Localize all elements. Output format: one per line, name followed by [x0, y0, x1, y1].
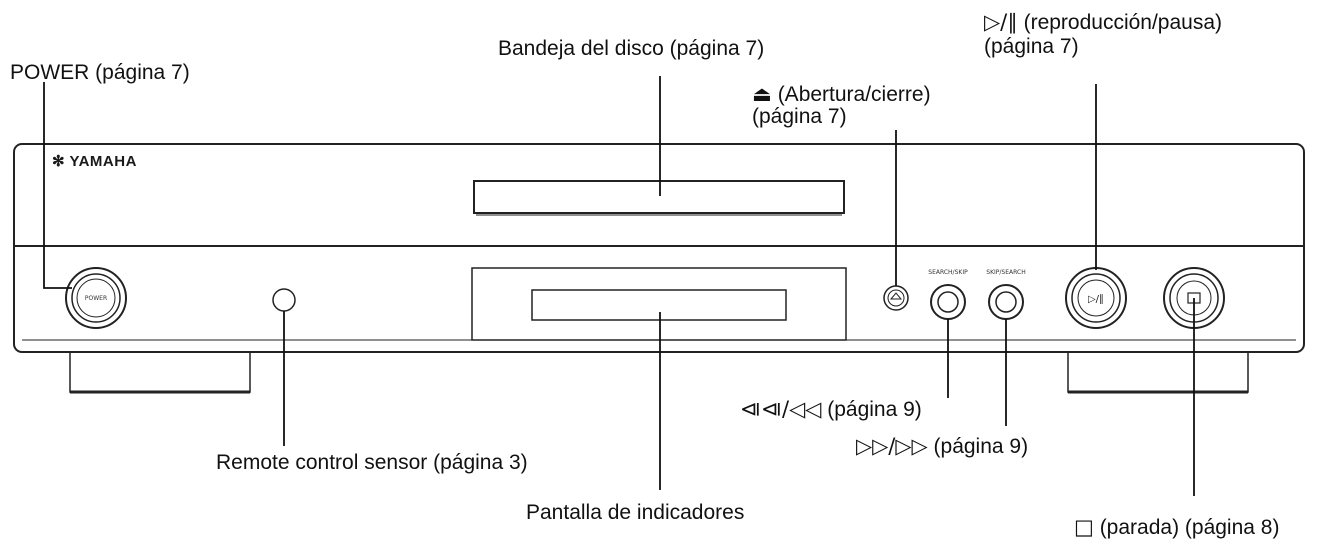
skip-forward-button-label: SKIP/SEARCH	[986, 269, 1025, 276]
label-play-pause-page: (página 7)	[984, 35, 1079, 58]
play-pause-button[interactable]: ▷/∥	[1065, 267, 1127, 329]
skip-forward-icon: ▷▷/▷▷	[856, 434, 928, 458]
skip-forward-button[interactable]: SKIP/SEARCH	[986, 269, 1026, 320]
label-power: POWER (página 7)	[10, 61, 190, 84]
power-button-label: POWER	[85, 295, 107, 302]
play-pause-icon: ▷/∥	[984, 10, 1018, 34]
eject-icon	[889, 292, 903, 300]
power-button[interactable]: POWER	[65, 267, 127, 329]
label-display: Pantalla de indicadores	[526, 501, 745, 524]
remote-sensor-window	[272, 288, 296, 312]
skip-back-button[interactable]: SEARCH/SKIP	[928, 269, 968, 320]
label-disc-tray: Bandeja del disco (página 7)	[498, 37, 765, 60]
eject-icon: ⏏	[752, 82, 772, 106]
skip-back-button-label: SEARCH/SKIP	[928, 269, 968, 276]
label-play-pause: ▷/∥ (reproducción/pausa)	[984, 10, 1222, 35]
display-window	[471, 267, 847, 341]
label-stop: □ (parada) (página 8)	[1074, 515, 1279, 540]
device-feet	[69, 351, 1249, 394]
label-play-pause-line1: (reproducción/pausa)	[1023, 11, 1223, 34]
label-open-close-page: (página 7)	[752, 105, 847, 128]
label-skip-forward: ▷▷/▷▷ (página 9)	[856, 434, 1028, 459]
label-skip-forward-page: (página 9)	[933, 435, 1029, 458]
leader-lines	[43, 76, 1195, 496]
stop-icon: □	[1074, 515, 1094, 539]
label-remote-sensor: Remote control sensor (página 3)	[216, 451, 528, 474]
skip-back-icon: ⧏⧏/◁◁	[740, 397, 822, 421]
label-stop-page: (parada) (página 8)	[1099, 516, 1280, 539]
open-close-button[interactable]	[883, 285, 909, 311]
play-pause-icon: ▷/∥	[1088, 294, 1104, 305]
label-open-close: ⏏ (Abertura/cierre)	[752, 82, 931, 107]
label-skip-back-page: (página 9)	[827, 398, 922, 421]
label-open-close-line1: (Abertura/cierre)	[777, 83, 931, 106]
brand-logo: ✻ YAMAHA	[52, 153, 137, 170]
disc-tray	[473, 180, 845, 216]
label-skip-back: ⧏⧏/◁◁ (página 9)	[740, 397, 922, 422]
